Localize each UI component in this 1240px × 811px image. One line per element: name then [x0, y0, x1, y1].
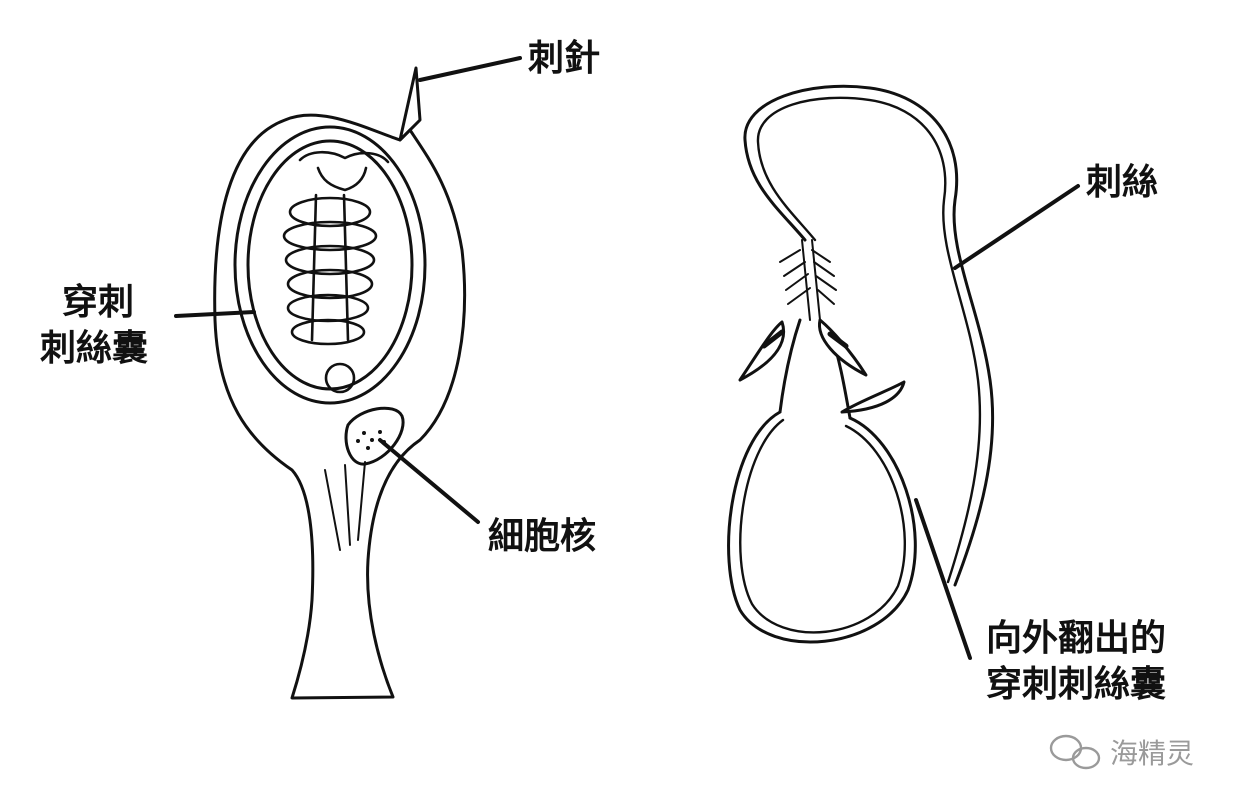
label-barb: 刺針: [528, 38, 601, 79]
barb-spike: [398, 66, 422, 142]
watermark-text: 海精灵: [1110, 737, 1195, 770]
label-capsule-line2: 刺絲囊: [40, 328, 149, 369]
label-nucleus: 細胞核: [488, 516, 597, 557]
barb-right: [818, 318, 868, 377]
label-everted-line1: 向外翻出的: [986, 618, 1167, 659]
cell-outline: [213, 113, 467, 700]
label-thread: 刺絲: [1086, 162, 1159, 203]
nucleus-shape: [344, 406, 405, 466]
thread-outline: [743, 84, 995, 587]
coiled-tubule: [282, 150, 390, 394]
capsule-inner: [246, 139, 414, 391]
undischarged-cell: [213, 66, 467, 700]
wechat-bubble-icon: [1049, 734, 1101, 770]
label-everted-line2: 穿刺刺絲囊: [986, 664, 1167, 705]
capsule-sack: [727, 410, 917, 644]
barb-left: [738, 320, 786, 382]
capsule-outer: [233, 125, 427, 405]
barb-lower: [840, 380, 906, 414]
shaft-spines: [779, 239, 837, 321]
leader-lines: [174, 56, 1080, 660]
discharged-capsule: [727, 84, 995, 644]
label-capsule-line1: 穿刺: [62, 282, 135, 323]
